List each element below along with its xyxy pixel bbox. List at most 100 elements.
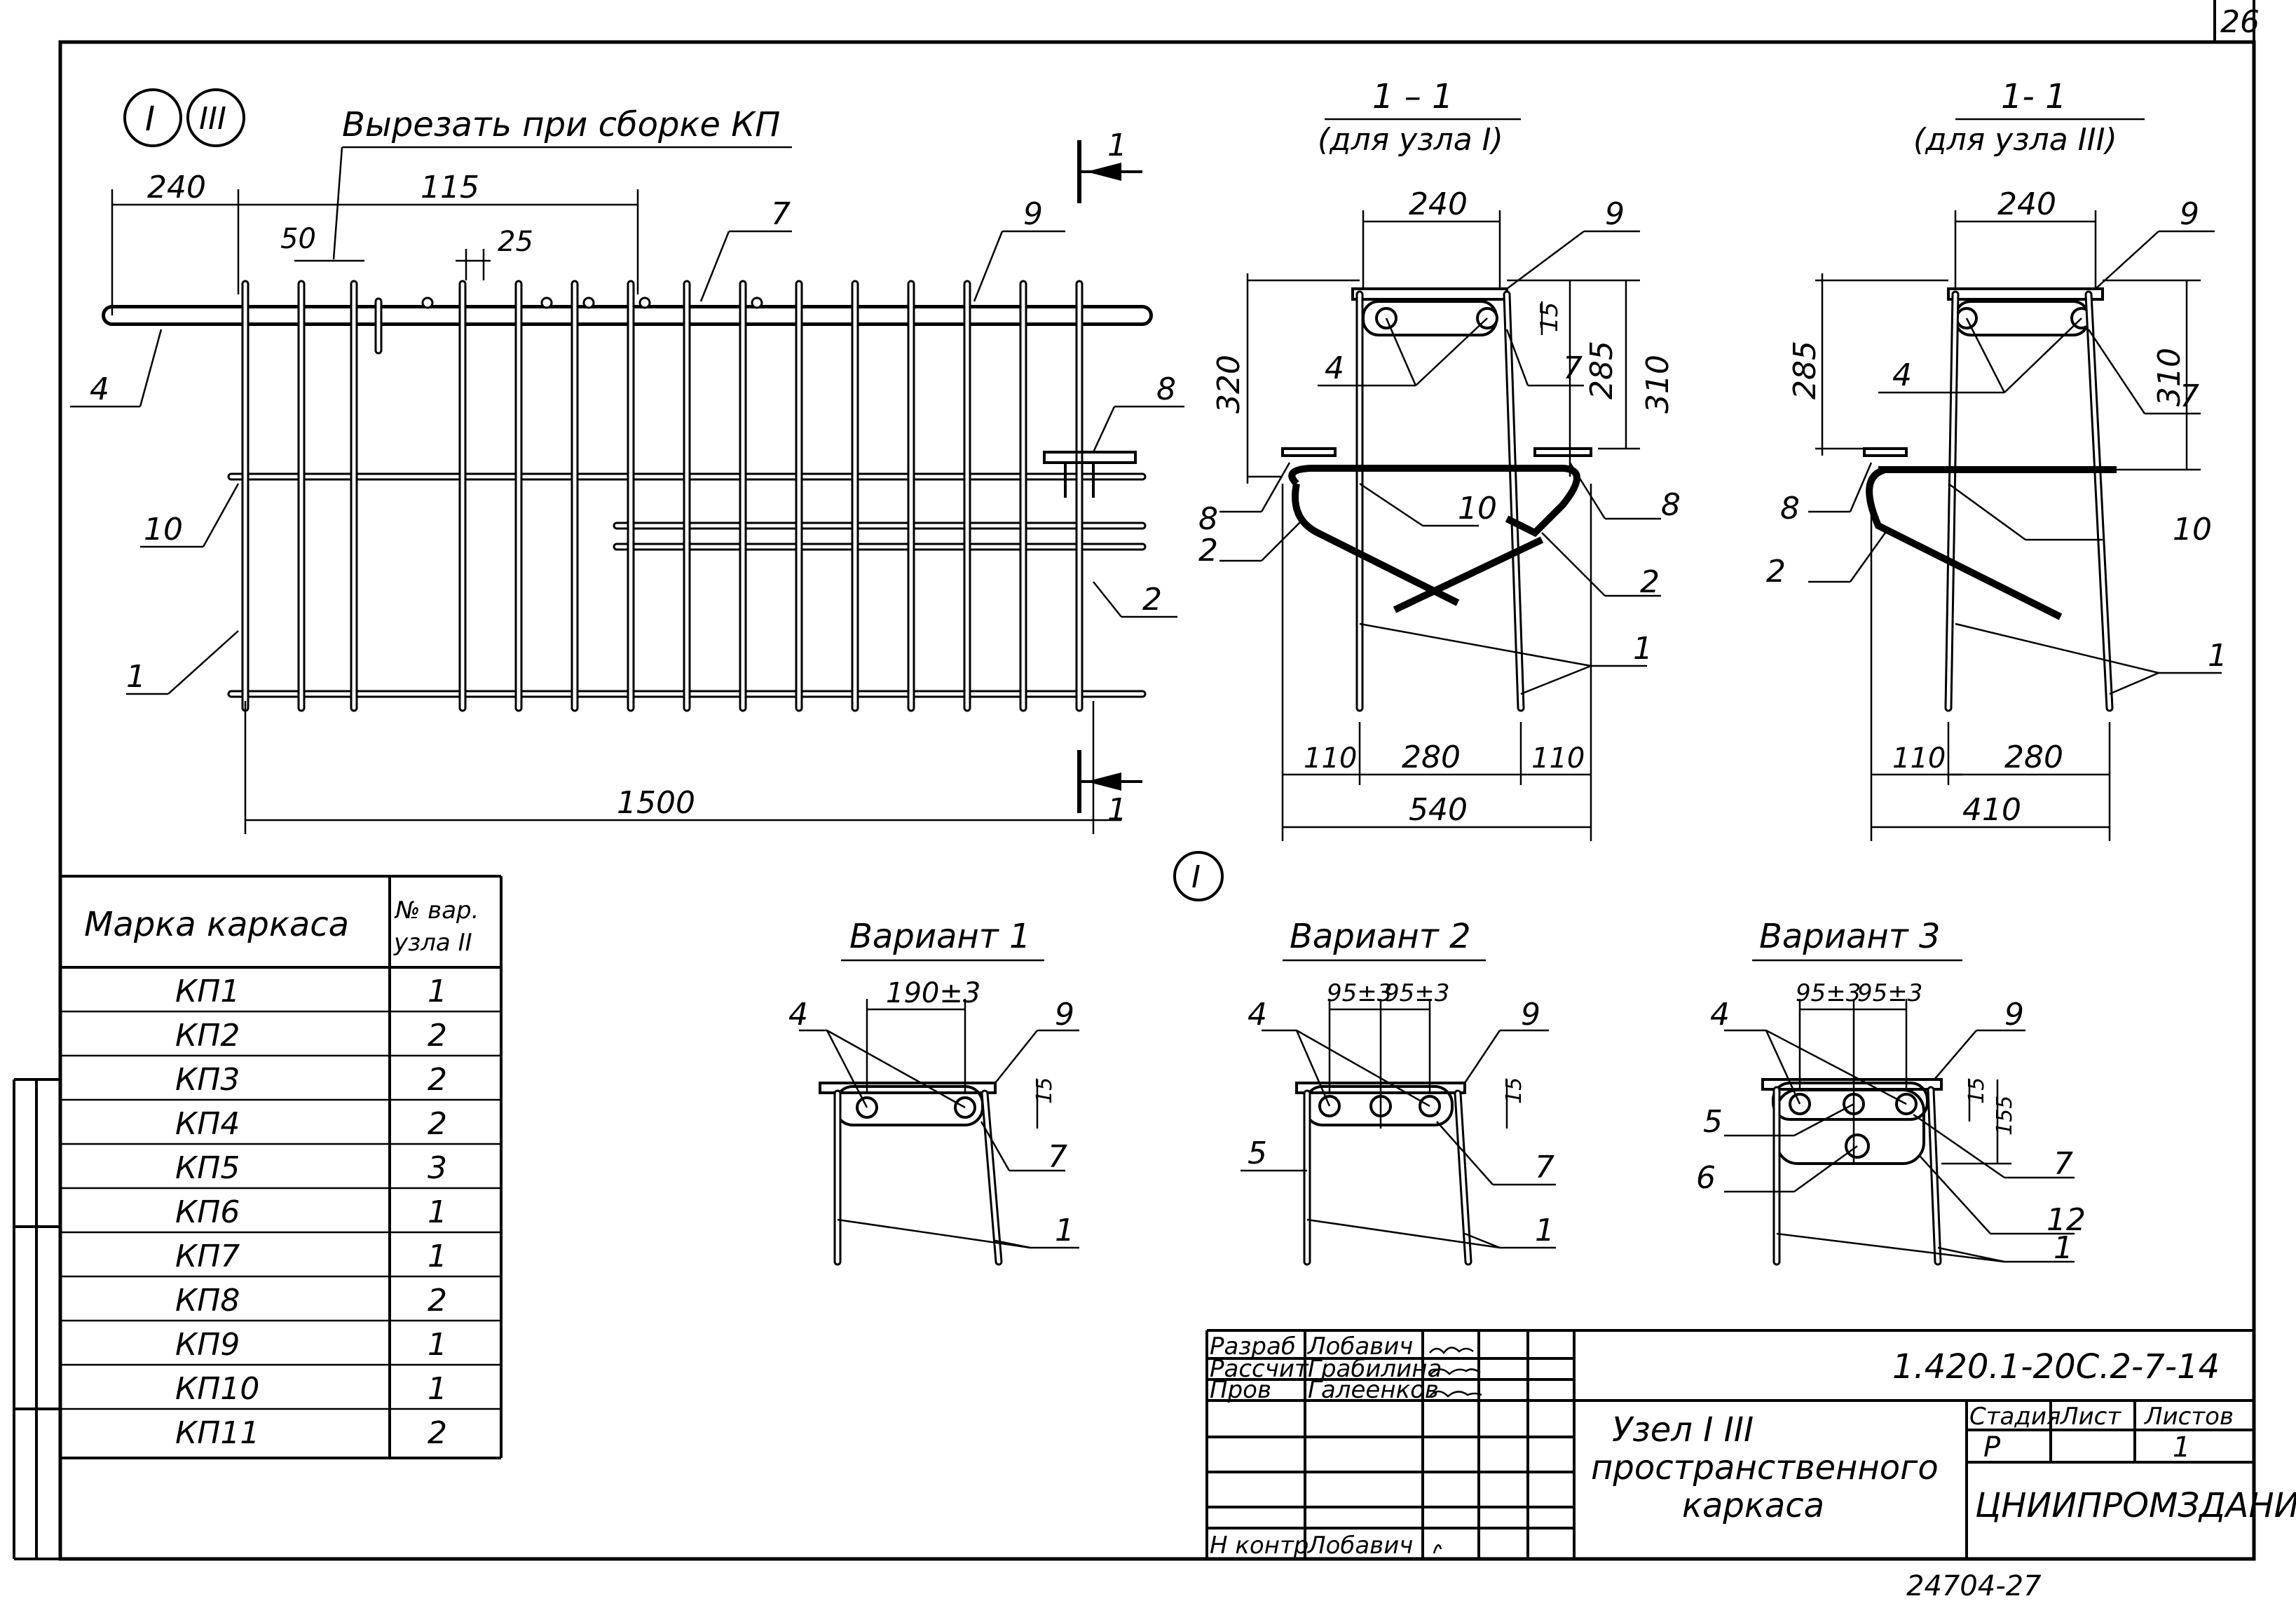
tb-organization: ЦНИИПРОМЗДАНИЙ xyxy=(1975,1485,2296,1525)
variant-2-callout-7: 7 xyxy=(1535,1150,1554,1185)
schedule-header-mark: Марка каркаса xyxy=(84,905,349,944)
schedule-row-mark: КП2 xyxy=(175,1018,240,1054)
section-a-dim-285: 285 xyxy=(1584,341,1620,400)
section-b-title: 1- 1 xyxy=(2001,77,2067,116)
schedule-row-mark: КП4 xyxy=(175,1106,240,1142)
sheet-frame xyxy=(13,0,2256,1561)
section-marks: 1 1 xyxy=(1077,128,1142,828)
node-mark-i: I xyxy=(145,100,155,139)
schedule-header-variant-2: узла II xyxy=(393,929,472,957)
schedule-row-variant: 2 xyxy=(428,1106,447,1142)
variant-3-callout-6: 6 xyxy=(1696,1160,1716,1196)
section-mark-top: 1 xyxy=(1107,128,1127,163)
section-a-dim-110a: 110 xyxy=(1304,742,1357,775)
variant-3-callout-1: 1 xyxy=(2054,1230,2073,1266)
variant-2-dim-b: 95±3 xyxy=(1384,979,1449,1007)
tie-loop xyxy=(421,297,434,309)
dim-1500: 1500 xyxy=(617,785,695,821)
variant-2-callout-1: 1 xyxy=(1535,1213,1554,1248)
callout-2: 2 xyxy=(1142,582,1162,618)
dim-50: 50 xyxy=(280,223,316,255)
schedule-row-mark: КП1 xyxy=(175,974,240,1009)
variant-3-dim-a: 95±3 xyxy=(1796,979,1861,1007)
archive-number: 24704-27 xyxy=(1906,1570,2042,1602)
variant-1-callout-1: 1 xyxy=(1055,1213,1074,1248)
schedule-row-variant: 2 xyxy=(428,1415,447,1451)
tb-name-0: Лобавич xyxy=(1306,1333,1413,1361)
section-b-dim-280: 280 xyxy=(2004,740,2063,775)
dim-25: 25 xyxy=(498,226,533,258)
variant-3: Вариант 3 95±3 95±3 15 155 4 9 5 xyxy=(1696,917,2086,1266)
schedule-row-mark: КП8 xyxy=(175,1283,240,1318)
section-b-subtitle: (для узла III) xyxy=(1913,122,2117,158)
section-b-dim-410: 410 xyxy=(1962,792,2021,828)
variant-1-dim-15: 15 xyxy=(1032,1077,1057,1104)
variant-1-dim: 190±3 xyxy=(886,977,980,1009)
variant-2-callout-5: 5 xyxy=(1248,1136,1267,1171)
signature-1 xyxy=(1429,1347,1474,1355)
tb-norm-role: Н контр xyxy=(1210,1532,1308,1560)
section-b-callout-4: 4 xyxy=(1892,357,1912,393)
tb-name-1: Грабилина xyxy=(1308,1355,1442,1383)
schedule-row-mark: КП10 xyxy=(175,1371,259,1407)
tb-role-2: Пров xyxy=(1210,1376,1271,1404)
tb-norm-name: Лобавич xyxy=(1306,1532,1413,1560)
schedule-row-mark: КП11 xyxy=(175,1415,259,1451)
section-a-dim-320: 320 xyxy=(1211,355,1247,414)
tb-sheet-label: Лист xyxy=(2059,1403,2121,1431)
variant-1-callout-9: 9 xyxy=(1055,997,1074,1033)
callout-7: 7 xyxy=(771,196,791,232)
section-a-callout-7: 7 xyxy=(1563,350,1583,386)
tie-loop xyxy=(540,297,553,309)
section-a-callout-1: 1 xyxy=(1633,631,1653,667)
section-a-subtitle: (для узла I) xyxy=(1318,122,1503,158)
tb-title-line-1: Узел I III xyxy=(1612,1410,1754,1450)
section-b-callout-1: 1 xyxy=(2208,638,2227,674)
variant-3-callout-5: 5 xyxy=(1703,1104,1723,1140)
schedule-row-variant: 1 xyxy=(428,1194,447,1230)
schedule-row-variant: 2 xyxy=(428,1062,447,1098)
section-b-callout-7: 7 xyxy=(2180,379,2199,414)
schedule-row-variant: 1 xyxy=(428,974,447,1009)
section-a-callout-2a: 2 xyxy=(1198,533,1218,568)
callout-8: 8 xyxy=(1156,372,1176,407)
variant-2-title: Вариант 2 xyxy=(1290,917,1471,956)
schedule-row-variant: 1 xyxy=(428,1371,447,1407)
variant-1-title: Вариант 1 xyxy=(849,917,1031,956)
section-node-1: 1 – 1 (для узла I) 240 320 15 285 xyxy=(1198,77,1681,841)
tb-name-2: Галеенков xyxy=(1308,1376,1439,1404)
schedule-row-mark: КП6 xyxy=(175,1194,240,1230)
schedule-row-variant: 2 xyxy=(428,1018,447,1054)
tb-role-0: Разраб xyxy=(1210,1333,1296,1361)
section-node-3: 1- 1 (для узла III) 240 285 310 110 280 xyxy=(1766,77,2227,841)
section-b-callout-2: 2 xyxy=(1766,554,1786,590)
callout-4: 4 xyxy=(90,372,109,407)
frame-elevation xyxy=(102,280,1153,712)
schedule-row-mark: КП9 xyxy=(175,1327,240,1363)
variant-2-callout-9: 9 xyxy=(1521,997,1540,1033)
variant-3-dim-b: 95±3 xyxy=(1857,979,1922,1007)
callout-10: 10 xyxy=(144,512,183,547)
tie-loop xyxy=(751,297,763,309)
tb-sheet: 1 xyxy=(2173,1431,2190,1464)
elevation-callouts: 4 7 9 8 10 2 1 xyxy=(70,196,1184,695)
variant-2-callout-4: 4 xyxy=(1248,997,1267,1033)
section-a-callout-8b: 8 xyxy=(1661,487,1681,523)
tb-stage: Р xyxy=(1983,1431,2001,1464)
section-mark-bottom: 1 xyxy=(1107,792,1127,828)
dim-115: 115 xyxy=(421,170,479,205)
section-a-dim-310: 310 xyxy=(1640,355,1676,414)
tie-loop xyxy=(582,297,595,309)
node-mark-mid: I xyxy=(1191,859,1201,895)
section-b-dim-110: 110 xyxy=(1892,742,1946,775)
variant-3-callout-7: 7 xyxy=(2054,1146,2073,1182)
tie-loop xyxy=(638,297,651,309)
schedule-row-mark: КП3 xyxy=(175,1062,240,1098)
schedule-header-variant-1: № вар. xyxy=(394,897,479,925)
section-b-callout-8: 8 xyxy=(1780,491,1800,526)
tb-title-line-2: пространственного xyxy=(1591,1448,1939,1487)
section-a-dim-240: 240 xyxy=(1409,186,1468,222)
section-a-dim-540: 540 xyxy=(1409,792,1468,828)
sheet-number: 26 xyxy=(2220,4,2260,40)
